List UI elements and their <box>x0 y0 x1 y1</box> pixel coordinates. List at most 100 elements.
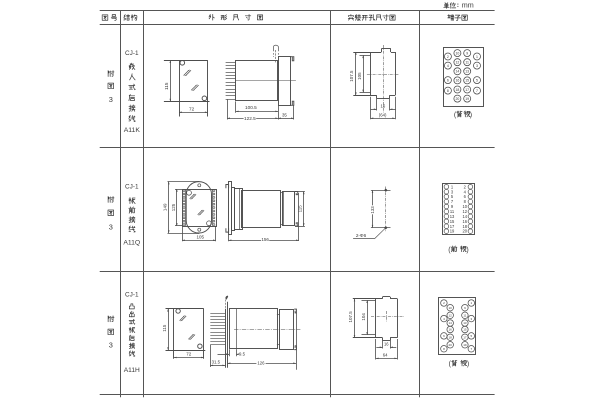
svg-text:): ) <box>467 361 469 368</box>
svg-text:A11H: A11H <box>124 367 140 374</box>
svg-text:11: 11 <box>450 209 455 214</box>
svg-text:10: 10 <box>455 51 459 55</box>
svg-text:10: 10 <box>449 306 453 310</box>
svg-text:4: 4 <box>447 64 449 68</box>
svg-text:15: 15 <box>465 79 469 83</box>
svg-text:15: 15 <box>463 328 467 332</box>
svg-text:64: 64 <box>383 353 388 358</box>
svg-text:6: 6 <box>443 334 445 338</box>
svg-text:126: 126 <box>257 361 265 366</box>
svg-text:115: 115 <box>162 324 167 332</box>
svg-text:5: 5 <box>476 78 478 82</box>
svg-text:14: 14 <box>455 70 459 74</box>
svg-text:1: 1 <box>451 184 454 189</box>
svg-text:9: 9 <box>451 204 454 209</box>
svg-text:20: 20 <box>463 229 468 234</box>
svg-text:115: 115 <box>298 205 303 213</box>
svg-text:18: 18 <box>463 224 468 229</box>
svg-text:18: 18 <box>449 335 453 339</box>
svg-text:(: ( <box>454 112 457 119</box>
svg-text:16: 16 <box>455 79 459 83</box>
svg-text:6: 6 <box>447 78 449 82</box>
svg-text:(: ( <box>448 247 451 254</box>
svg-text:35: 35 <box>282 112 287 117</box>
svg-text:8: 8 <box>447 89 449 93</box>
svg-text:16: 16 <box>463 219 468 224</box>
svg-text:1: 1 <box>470 301 472 305</box>
svg-text:133: 133 <box>370 206 375 214</box>
svg-text:mm: mm <box>462 1 474 10</box>
svg-text:149: 149 <box>163 203 168 211</box>
svg-text:9: 9 <box>464 306 466 310</box>
svg-text:2: 2 <box>443 301 445 305</box>
svg-text:6: 6 <box>464 194 467 199</box>
svg-text:18: 18 <box>455 88 459 92</box>
svg-text:3: 3 <box>109 95 113 104</box>
svg-text:8: 8 <box>464 199 467 204</box>
svg-text:11: 11 <box>463 313 466 317</box>
svg-text:CJ-1: CJ-1 <box>125 291 139 298</box>
svg-text:107.5: 107.5 <box>348 311 353 323</box>
svg-text:19: 19 <box>450 229 455 234</box>
svg-text:14: 14 <box>463 214 468 219</box>
svg-text:): ) <box>466 247 468 254</box>
svg-text:2: 2 <box>447 55 449 59</box>
svg-text:4: 4 <box>443 317 445 321</box>
svg-text:3: 3 <box>109 341 113 350</box>
svg-text:107.5: 107.5 <box>349 70 354 82</box>
svg-text:3: 3 <box>109 222 113 231</box>
svg-text:17: 17 <box>450 224 455 229</box>
svg-text:20: 20 <box>449 343 453 347</box>
svg-text:3: 3 <box>451 189 454 194</box>
svg-text:2: 2 <box>464 184 467 189</box>
svg-text:A11Q: A11Q <box>123 240 140 247</box>
svg-text:1: 1 <box>476 55 478 59</box>
svg-text:17: 17 <box>463 335 467 339</box>
svg-text:14: 14 <box>449 321 453 325</box>
svg-text:105: 105 <box>196 235 204 240</box>
svg-text:13: 13 <box>450 214 455 219</box>
svg-text:(64): (64) <box>379 113 387 118</box>
svg-text:2-Φ6: 2-Φ6 <box>356 233 367 238</box>
svg-text:9.5: 9.5 <box>239 352 246 357</box>
svg-text:156: 156 <box>261 237 269 242</box>
svg-text:3: 3 <box>470 317 472 321</box>
svg-text:7: 7 <box>470 347 472 351</box>
svg-text:12: 12 <box>455 60 459 64</box>
svg-text:13: 13 <box>463 321 467 325</box>
svg-text:17: 17 <box>465 88 469 92</box>
svg-text:100.5: 100.5 <box>245 105 257 110</box>
svg-text:105: 105 <box>357 72 362 80</box>
svg-text:72: 72 <box>189 107 195 112</box>
svg-text:16: 16 <box>384 342 389 347</box>
svg-text:72: 72 <box>186 352 192 357</box>
svg-text:13: 13 <box>465 70 469 74</box>
svg-text:10: 10 <box>463 204 468 209</box>
svg-text:16: 16 <box>449 328 453 332</box>
svg-text:3: 3 <box>476 64 478 68</box>
svg-text:19: 19 <box>463 343 467 347</box>
svg-text:12: 12 <box>463 209 468 214</box>
svg-text:15: 15 <box>450 219 455 224</box>
svg-text:11: 11 <box>465 60 469 64</box>
svg-text:4: 4 <box>464 189 467 194</box>
svg-text:7: 7 <box>476 89 478 93</box>
svg-text:): ) <box>470 112 472 119</box>
svg-text:122.5: 122.5 <box>244 116 256 121</box>
svg-text:16: 16 <box>381 104 386 109</box>
svg-text:CJ-1: CJ-1 <box>125 50 139 57</box>
svg-text:20: 20 <box>455 97 459 101</box>
svg-text:9: 9 <box>466 51 468 55</box>
svg-text:12: 12 <box>449 313 453 317</box>
svg-text:5: 5 <box>470 334 472 338</box>
svg-text:104: 104 <box>361 313 366 321</box>
svg-text:A11K: A11K <box>124 127 141 134</box>
svg-text:7: 7 <box>451 199 454 204</box>
svg-text:8: 8 <box>443 347 445 351</box>
svg-text:(: ( <box>449 361 452 368</box>
svg-text:CJ-1: CJ-1 <box>125 184 139 191</box>
svg-text:115: 115 <box>164 82 169 90</box>
svg-text:19: 19 <box>465 97 469 101</box>
svg-text:31.5: 31.5 <box>212 360 221 365</box>
svg-text:125: 125 <box>171 203 176 211</box>
